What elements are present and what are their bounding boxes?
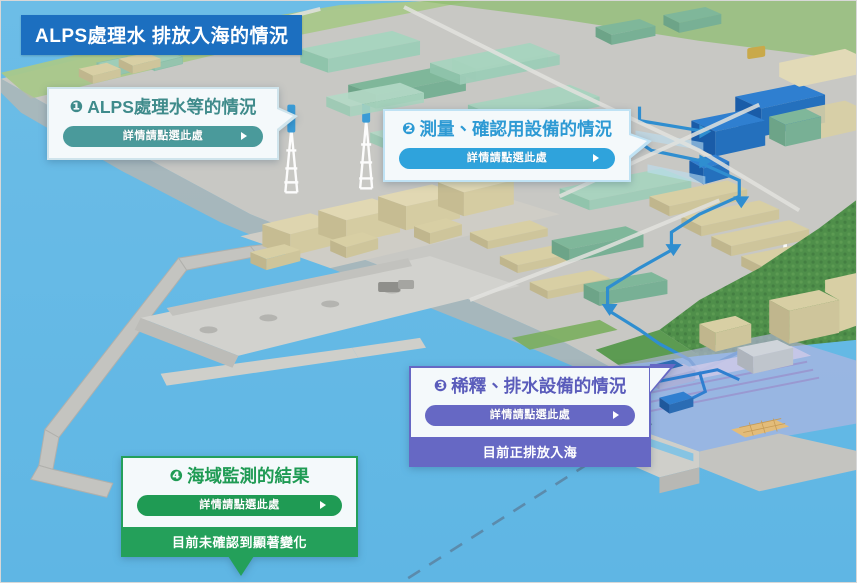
callout-3-tail-inner	[650, 368, 670, 392]
callout-4-number: ❹	[169, 468, 184, 485]
callout-1-detail-button[interactable]: 詳情請點選此處	[63, 125, 263, 147]
callout-2-number: ❷	[401, 121, 416, 138]
triangle-right-icon	[613, 411, 619, 420]
callout-2-tail-inner	[629, 135, 647, 156]
callout-1-number: ❶	[69, 99, 84, 116]
callout-4-tail	[227, 555, 254, 576]
triangle-right-icon	[241, 132, 247, 141]
callout-4-detail-button[interactable]: 詳情請點選此處	[137, 494, 342, 516]
callout-2-button-label: 詳情請點選此處	[466, 151, 548, 164]
callout-4-status-badge: 目前未確認到顯著變化	[121, 526, 358, 557]
callout-1-heading-text: ALPS處理水等的情況	[87, 97, 257, 117]
triangle-right-icon	[593, 154, 599, 163]
callout-3-detail-button[interactable]: 詳情請點選此處	[425, 404, 635, 426]
callout-3-button-label: 詳情請點選此處	[489, 408, 571, 421]
callout-1-button-label: 詳情請點選此處	[122, 129, 204, 142]
callout-3-heading-text: 稀釋、排水設備的情況	[451, 376, 627, 396]
callout-4-button-label: 詳情請點選此處	[199, 498, 280, 511]
callout-3-number: ❸	[433, 378, 448, 395]
callout-4-heading-text: 海域監測的結果	[187, 466, 310, 486]
callout-1-tail-inner	[277, 109, 293, 129]
callout-2-detail-button[interactable]: 詳情請點選此處	[399, 147, 615, 169]
callout-2-heading-text: 測量、確認用設備的情況	[419, 119, 613, 139]
triangle-right-icon	[320, 501, 326, 510]
page-title: ALPS處理水 排放入海的情況	[21, 15, 303, 55]
callout-3-status-badge: 目前正排放入海	[409, 436, 651, 467]
